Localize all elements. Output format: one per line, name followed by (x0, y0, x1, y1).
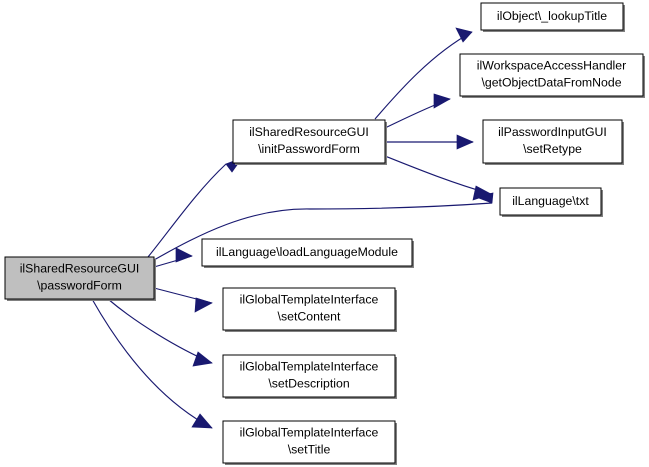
node-label-line-1: ilSharedResourceGUI (20, 261, 140, 275)
arrowhead-icon (192, 351, 213, 367)
call-edge-init_password_form-to-lookup_title (374, 27, 473, 120)
node-rect[interactable] (499, 187, 602, 216)
edge-layer (91, 27, 494, 429)
call-edge-init_password_form-to-language_txt (384, 155, 492, 201)
node-rect[interactable] (480, 2, 624, 31)
edge-line (153, 202, 493, 261)
call-edge-init_password_form-to-get_object_data_from_node (384, 93, 451, 129)
graph-node-set_retype[interactable]: ilPasswordInputGUI \setRetype (482, 119, 624, 165)
edge-line (91, 298, 213, 429)
node-label-line-1: ilObject\_lookupTitle (497, 9, 607, 23)
node-rect[interactable] (459, 53, 644, 97)
edge-line (374, 31, 473, 120)
node-label-line-2: \setTitle (288, 442, 331, 456)
node-label-line-2: \getObjectDataFromNode (481, 75, 621, 89)
arrowhead-icon (472, 185, 492, 201)
node-label-line-1: ilSharedResourceGUI (249, 125, 369, 139)
call-edge-init_password_form-to-set_retype (385, 134, 474, 150)
node-rect[interactable] (232, 119, 386, 164)
call-edge-password_form-to-set_title (91, 298, 213, 429)
graph-node-set_title[interactable]: ilGlobalTemplateInterface \setTitle (222, 420, 397, 465)
node-label-line-1: ilWorkspaceAccessHandler (477, 58, 626, 72)
node-label-line-2: \passwordForm (37, 278, 122, 292)
graph-node-password_form[interactable]: ilSharedResourceGUI \passwordForm (4, 256, 156, 301)
arrowhead-icon (191, 413, 213, 429)
node-rect[interactable] (482, 119, 623, 164)
node-label-line-1: ilGlobalTemplateInterface (240, 292, 379, 306)
graph-node-set_content[interactable]: ilGlobalTemplateInterface \setContent (222, 287, 397, 332)
arrowhead-icon (455, 27, 473, 43)
node-rect[interactable] (222, 354, 396, 398)
graph-node-load_language_module[interactable]: ilLanguage\loadLanguageModule (201, 238, 414, 268)
node-label-line-1: ilGlobalTemplateInterface (240, 425, 379, 439)
graph-node-lookup_title[interactable]: ilObject\_lookupTitle (480, 2, 625, 32)
node-label-line-1: ilGlobalTemplateInterface (240, 359, 379, 373)
node-rect[interactable] (222, 420, 396, 464)
arrowhead-icon (433, 93, 451, 109)
edge-line (147, 163, 227, 258)
node-rect[interactable] (222, 287, 396, 331)
node-label-line-1: ilLanguage\loadLanguageModule (216, 245, 398, 259)
arrowhead-icon (456, 134, 474, 150)
node-rect[interactable] (201, 238, 413, 267)
node-label-line-2: \initPasswordForm (258, 142, 360, 156)
arrowhead-icon (175, 247, 193, 263)
node-label-line-1: ilLanguage\txt (512, 194, 589, 208)
graph-node-get_object_data_from_node[interactable]: ilWorkspaceAccessHandler \getObjectDataFr… (459, 53, 645, 98)
node-rect[interactable] (4, 256, 155, 300)
graph-node-language_txt[interactable]: ilLanguage\txt (499, 187, 603, 217)
call-edge-password_form-to-load_language_module (153, 247, 193, 268)
node-label-line-2: \setContent (278, 309, 341, 323)
node-label-line-2: \setRetype (523, 142, 582, 156)
node-label-line-2: \setDescription (268, 376, 349, 390)
edge-line (384, 155, 492, 195)
arrowhead-icon (194, 297, 213, 313)
call-edge-password_form-to-set_content (153, 287, 213, 313)
graph-node-set_description[interactable]: ilGlobalTemplateInterface \setDescription (222, 354, 397, 399)
graph-node-init_password_form[interactable]: ilSharedResourceGUI \initPasswordForm (232, 119, 387, 165)
node-label-line-1: ilPasswordInputGUI (498, 125, 607, 139)
call-edge-password_form-to-set_description (107, 298, 213, 367)
node-layer: ilSharedResourceGUI\passwordFormilShared… (4, 2, 645, 465)
